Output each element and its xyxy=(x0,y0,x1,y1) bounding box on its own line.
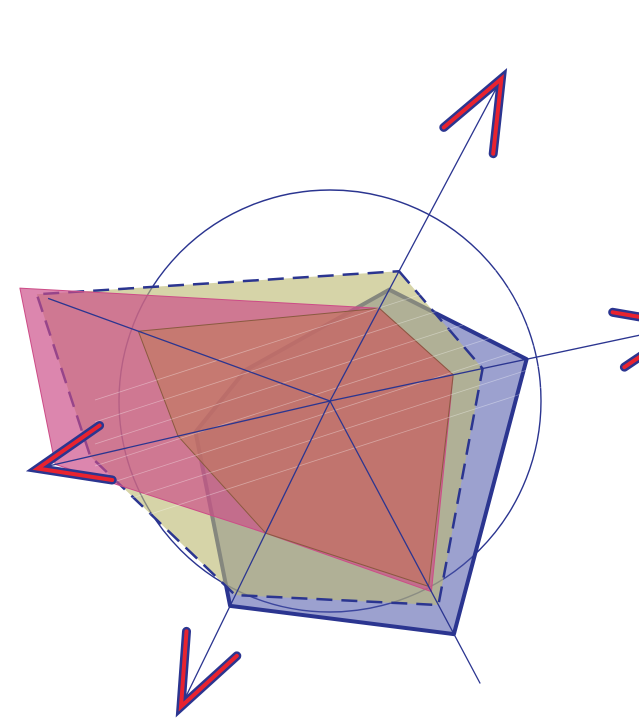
series-3-point-6 xyxy=(19,287,21,289)
sheen-line-7 xyxy=(94,361,621,533)
axis-arrow-outline-4 xyxy=(175,626,242,718)
axis-arrow-core-2 xyxy=(610,310,639,370)
sheen-line-2 xyxy=(94,251,621,423)
series-layer xyxy=(19,229,621,637)
axis-line-5 xyxy=(37,400,331,470)
sheen-line-4 xyxy=(94,295,621,467)
sheen-lines xyxy=(94,229,621,533)
axis-arrow-core-1 xyxy=(441,73,504,156)
axis-arrow-core-5 xyxy=(32,423,115,482)
axis-line-2 xyxy=(329,334,639,402)
axis-line-6 xyxy=(47,297,331,402)
axis-line-1 xyxy=(329,78,502,402)
sheen-line-1 xyxy=(94,229,621,401)
axis-arrow-5 xyxy=(25,421,117,485)
axis-arrow-1 xyxy=(439,67,508,159)
sheen-line-3 xyxy=(94,273,621,445)
sheen-line-6 xyxy=(94,339,621,511)
axis-layer xyxy=(37,78,639,707)
arrow-layer xyxy=(25,67,639,718)
axis-line-3 xyxy=(329,400,481,684)
axis-arrow-2 xyxy=(608,307,639,372)
axis-line-4 xyxy=(180,400,331,707)
sheen-line-5 xyxy=(94,317,621,489)
axis-arrow-core-4 xyxy=(178,629,239,712)
axis-arrow-4 xyxy=(175,626,242,718)
